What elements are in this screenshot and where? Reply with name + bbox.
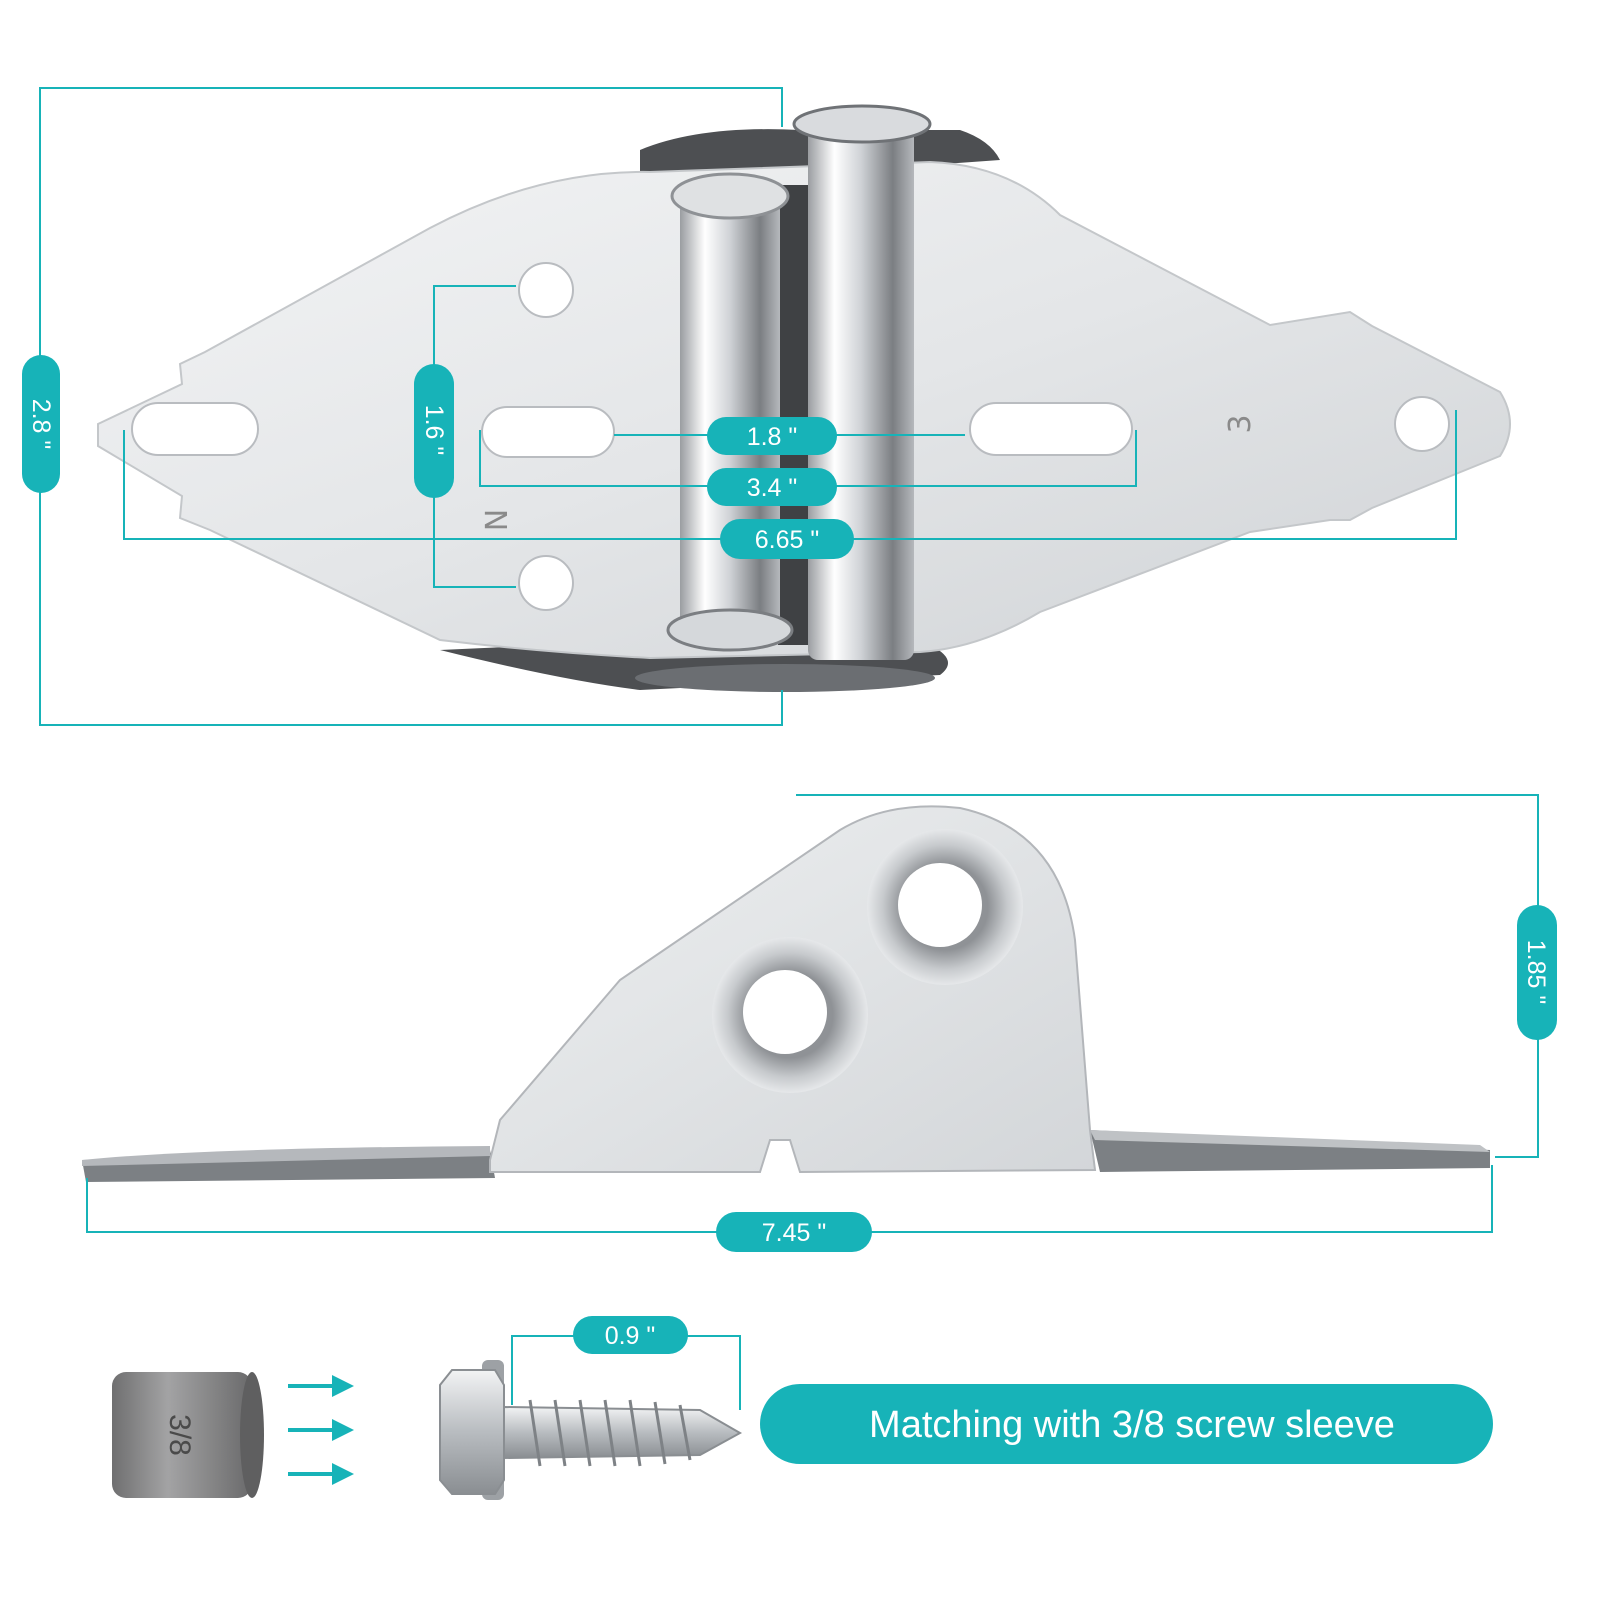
dim-label-side-length: 7.45 ": [762, 1219, 826, 1247]
dim-pill-overall: 6.65 ": [720, 519, 854, 559]
dim-pill-height: 2.8 ": [22, 355, 60, 493]
dim-label-outer: 3.4 ": [747, 474, 798, 502]
right-arrow-icon: [288, 1375, 354, 1397]
pin-right-cap-bottom: [635, 664, 935, 692]
side-bushings: [712, 829, 1023, 1093]
pin-left-cap-bottom: [666, 608, 794, 652]
dim-label-height: 2.8 ": [27, 399, 55, 450]
slot-left-outer: [131, 402, 259, 456]
dim-pill-side-height: 1.85 ": [1517, 905, 1557, 1040]
socket-sleeve: 3/8: [112, 1372, 264, 1498]
dim-label-screw: 0.9 ": [605, 1322, 656, 1350]
pin-right-cap-top: [792, 104, 932, 144]
side-flange-right-top: [1090, 1130, 1490, 1152]
mount-hole-bottom-left: [518, 555, 574, 611]
plate-holes: [131, 262, 1450, 611]
right-arrow-icon: [288, 1463, 354, 1485]
dim-label-hole-spacing: 1.6 ": [420, 405, 448, 456]
dim-pill-screw: 0.9 ": [573, 1316, 688, 1354]
dim-label-side-height: 1.85 ": [1522, 940, 1550, 1004]
accessories-row: 3/8: [112, 1316, 1493, 1500]
knuckle-gap: [778, 185, 808, 645]
dim-pill-side-length: 7.45 ": [716, 1212, 872, 1252]
socket-label: 3/8: [163, 1414, 196, 1456]
bushing-lower-hole: [743, 970, 827, 1054]
side-flange-top: [82, 1146, 490, 1166]
slot-right: [969, 402, 1133, 456]
pin-left-cap-top: [670, 172, 790, 220]
caption-text: Matching with 3/8 screw sleeve: [869, 1404, 1395, 1446]
mount-hole-right: [1394, 396, 1450, 452]
slot-left-inner: [481, 406, 615, 458]
pin-right: [808, 120, 914, 660]
dim-pill-hole-spacing: 1.6 ": [414, 364, 454, 498]
stamp-left: N: [480, 509, 515, 531]
dim-label-inner: 1.8 ": [747, 423, 798, 451]
screw-shank: [503, 1405, 743, 1460]
screw-head: [439, 1369, 505, 1495]
hex-screw: [439, 1360, 743, 1500]
right-arrow-icon: [288, 1419, 354, 1441]
stamp-right: 3: [1223, 414, 1258, 433]
hinge-top-view: 3 N 2.8 " 1.6 ": [22, 87, 1511, 726]
screw-threads: [528, 1399, 692, 1467]
dim-pill-inner: 1.8 ": [707, 417, 837, 455]
dim-label-overall: 6.65 ": [755, 526, 819, 554]
mount-hole-top-left: [518, 262, 574, 318]
dim-pill-outer: 3.4 ": [707, 468, 837, 506]
hinge-side-view: 1.85 " 7.45 ": [82, 794, 1557, 1252]
bushing-upper-hole: [898, 863, 982, 947]
caption-pill: Matching with 3/8 screw sleeve: [760, 1384, 1493, 1464]
arrows: [288, 1375, 354, 1485]
